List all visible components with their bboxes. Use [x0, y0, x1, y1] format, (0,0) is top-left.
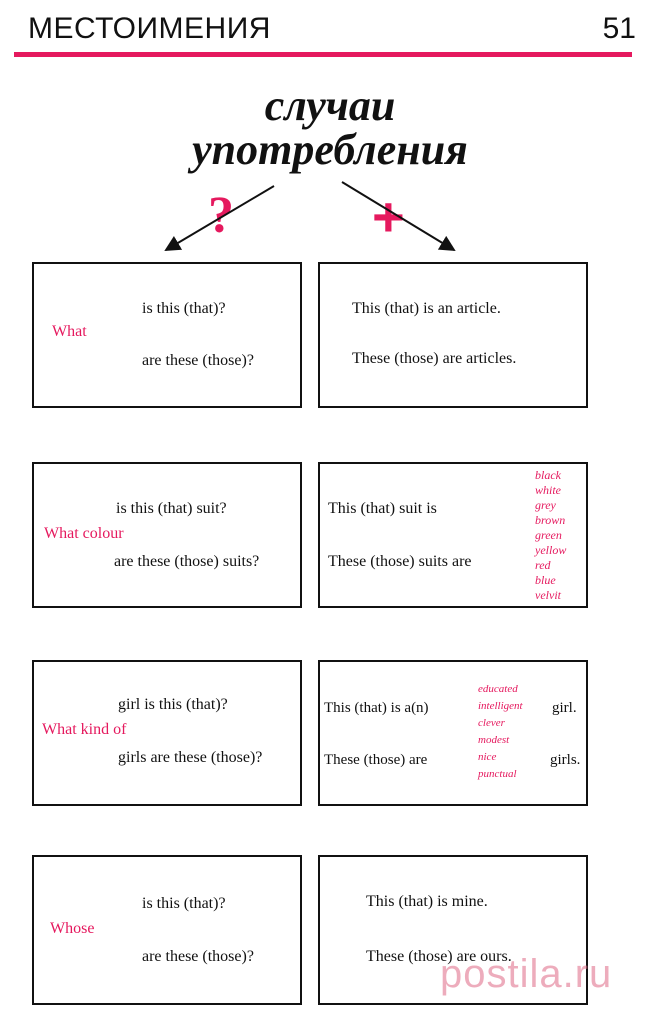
- statement-box-possessive: [318, 855, 588, 1005]
- main-title-line1: случаи: [264, 81, 396, 130]
- colour-option: grey: [535, 498, 556, 512]
- question-word: Whose: [50, 920, 95, 937]
- statement-box-adjectives: [318, 660, 588, 806]
- statement-line2: These (those) are: [324, 752, 428, 768]
- watermark: postila.ru: [440, 952, 613, 996]
- question-line1: is this (that)?: [142, 300, 226, 317]
- statement-line2: These (those) are ours.: [366, 948, 512, 965]
- adjective-option: intelligent: [478, 700, 523, 712]
- question-box-what-colour: [32, 462, 302, 608]
- section-title: МЕСТОИМЕНИЯ: [28, 12, 271, 45]
- question-word: What kind of: [42, 721, 127, 738]
- adjective-option: clever: [478, 717, 505, 729]
- arrow-to-questions: [164, 185, 275, 252]
- question-box-whose: [32, 855, 302, 1005]
- statement-line1: This (that) suit is: [328, 500, 437, 517]
- question-line1: is this (that) suit?: [116, 500, 227, 517]
- statement-box-articles: [318, 262, 588, 408]
- question-line1: is this (that)?: [142, 895, 226, 912]
- adjective-option: modest: [478, 734, 510, 746]
- question-line2: are these (those)?: [142, 948, 254, 965]
- question-box-what: [32, 262, 302, 408]
- statement-line1: This (that) is mine.: [366, 893, 488, 910]
- question-word: What: [52, 323, 87, 340]
- adjective-option: educated: [478, 683, 518, 695]
- colour-option: black: [535, 468, 561, 482]
- statement-line1: This (that) is a(n): [324, 700, 429, 716]
- header-rule: [14, 52, 632, 57]
- statement-ending2: girls.: [550, 752, 581, 768]
- page-number: 51: [602, 12, 636, 45]
- colour-option: yellow: [535, 543, 567, 557]
- question-line2: girls are these (those)?: [118, 749, 263, 766]
- colour-option: brown: [535, 513, 566, 527]
- question-box-what-kind-of: [32, 660, 302, 806]
- colour-option: blue: [535, 573, 556, 587]
- arrow-to-statements: [341, 181, 456, 252]
- adjective-option: punctual: [478, 768, 517, 780]
- colour-option: green: [535, 528, 562, 542]
- question-line1: girl is this (that)?: [118, 696, 228, 713]
- colour-option: white: [535, 483, 561, 497]
- main-title-line2: употребления: [192, 125, 468, 174]
- question-word: What colour: [44, 525, 124, 542]
- statement-box-colours: [318, 462, 588, 608]
- question-mark: ?: [208, 187, 234, 244]
- statement-line1: This (that) is an article.: [352, 300, 501, 317]
- colour-option: red: [535, 558, 551, 572]
- adjective-option: nice: [478, 751, 497, 763]
- question-line2: are these (those)?: [142, 352, 254, 369]
- statement-line2: These (those) suits are: [328, 553, 472, 570]
- statement-ending1: girl.: [552, 700, 577, 716]
- statement-line2: These (those) are articles.: [352, 350, 517, 367]
- question-line2: are these (those) suits?: [114, 553, 260, 570]
- colour-option: velvit: [535, 588, 561, 602]
